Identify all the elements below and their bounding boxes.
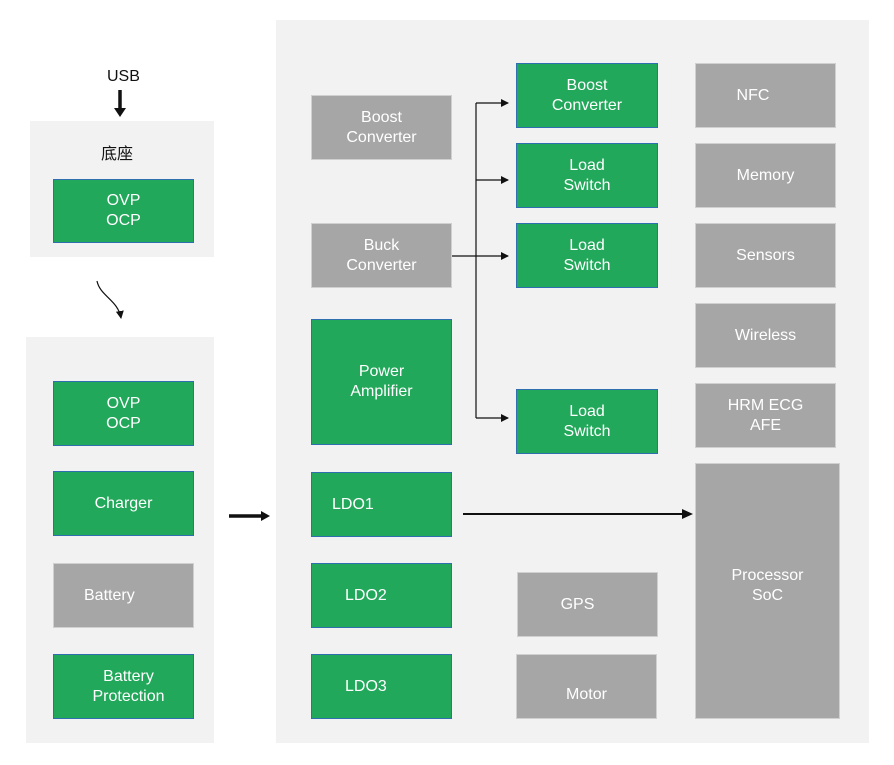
ldo1-block: LDO1 (311, 472, 452, 537)
load-switch-3-block: Load Switch (516, 389, 658, 454)
memory-block: Memory (695, 143, 836, 208)
usb-label: USB (107, 68, 140, 85)
power-amplifier-block: Power Amplifier (311, 319, 452, 445)
gps-block: GPS (517, 572, 658, 637)
ldo3-block: LDO3 (311, 654, 452, 719)
battery-ovp-ocp-block: OVP OCP (53, 381, 194, 446)
buck-converter-block: Buck Converter (311, 223, 452, 288)
boost-converter-block: Boost Converter (311, 95, 452, 160)
wireless-block: Wireless (695, 303, 836, 368)
motor-block: Motor (516, 654, 657, 719)
dock-to-battery-arrow (96, 280, 124, 319)
processor-soc-block: Processor SoC (695, 463, 840, 719)
hrm-ecg-afe-block: HRM ECG AFE (695, 383, 836, 448)
output-boost-converter-block: Boost Converter (516, 63, 658, 128)
battery-block: Battery (53, 563, 194, 628)
load-switch-2-block: Load Switch (516, 223, 658, 288)
battery-protection-block: Battery Protection (53, 654, 194, 719)
ldo2-block: LDO2 (311, 563, 452, 628)
nfc-block: NFC (695, 63, 836, 128)
dock-label: 底座 (101, 146, 134, 163)
load-switch-1-block: Load Switch (516, 143, 658, 208)
charger-block: Charger (53, 471, 194, 536)
dock-ovp-ocp-block: OVP OCP (53, 179, 194, 243)
sensors-block: Sensors (695, 223, 836, 288)
